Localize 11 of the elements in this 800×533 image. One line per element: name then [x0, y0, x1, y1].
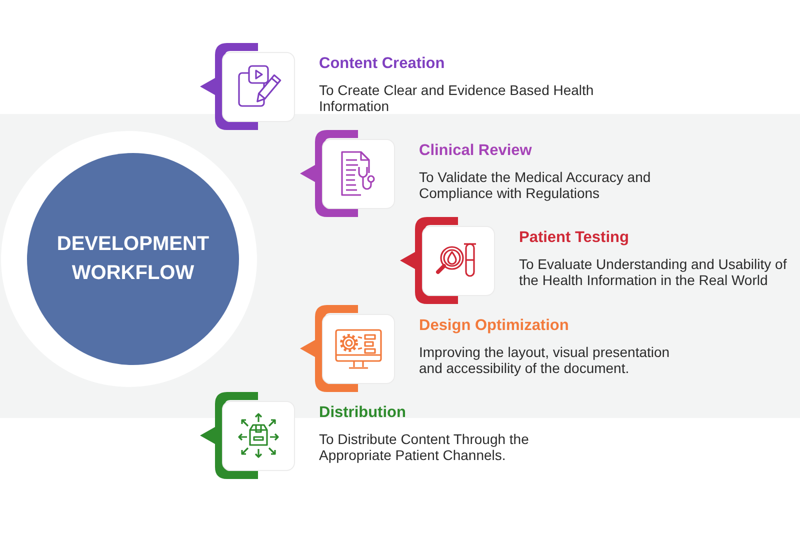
step-heading: Clinical Review — [419, 141, 532, 160]
step-description: To Evaluate Understanding and Usability of the Health Information in the Real World — [519, 256, 788, 288]
step-heading: Patient Testing — [519, 228, 629, 247]
step-heading: Content Creation — [319, 54, 445, 73]
step-description: To Create Clear and Evidence Based Health Information — [319, 82, 595, 114]
step-heading: Design Optimization — [419, 316, 569, 335]
circle-title: DEVELOPMENT WORKFLOW — [56, 232, 210, 286]
step-description: To Distribute Content Through the Appropriate Patient Channels. — [319, 431, 530, 463]
step-description: To Validate the Medical Accuracy and Compliance with Regulations — [419, 169, 652, 201]
step-heading: Distribution — [319, 403, 406, 422]
step-description: Improving the layout, visual presentation and accessibility of the document. — [419, 344, 671, 376]
